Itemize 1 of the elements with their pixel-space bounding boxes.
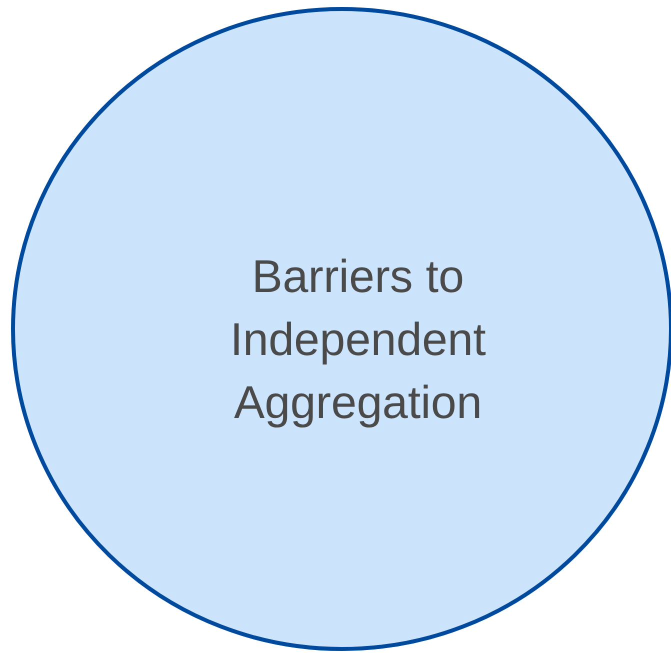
circle-label: Barriers to Independent Aggregation xyxy=(229,249,487,430)
